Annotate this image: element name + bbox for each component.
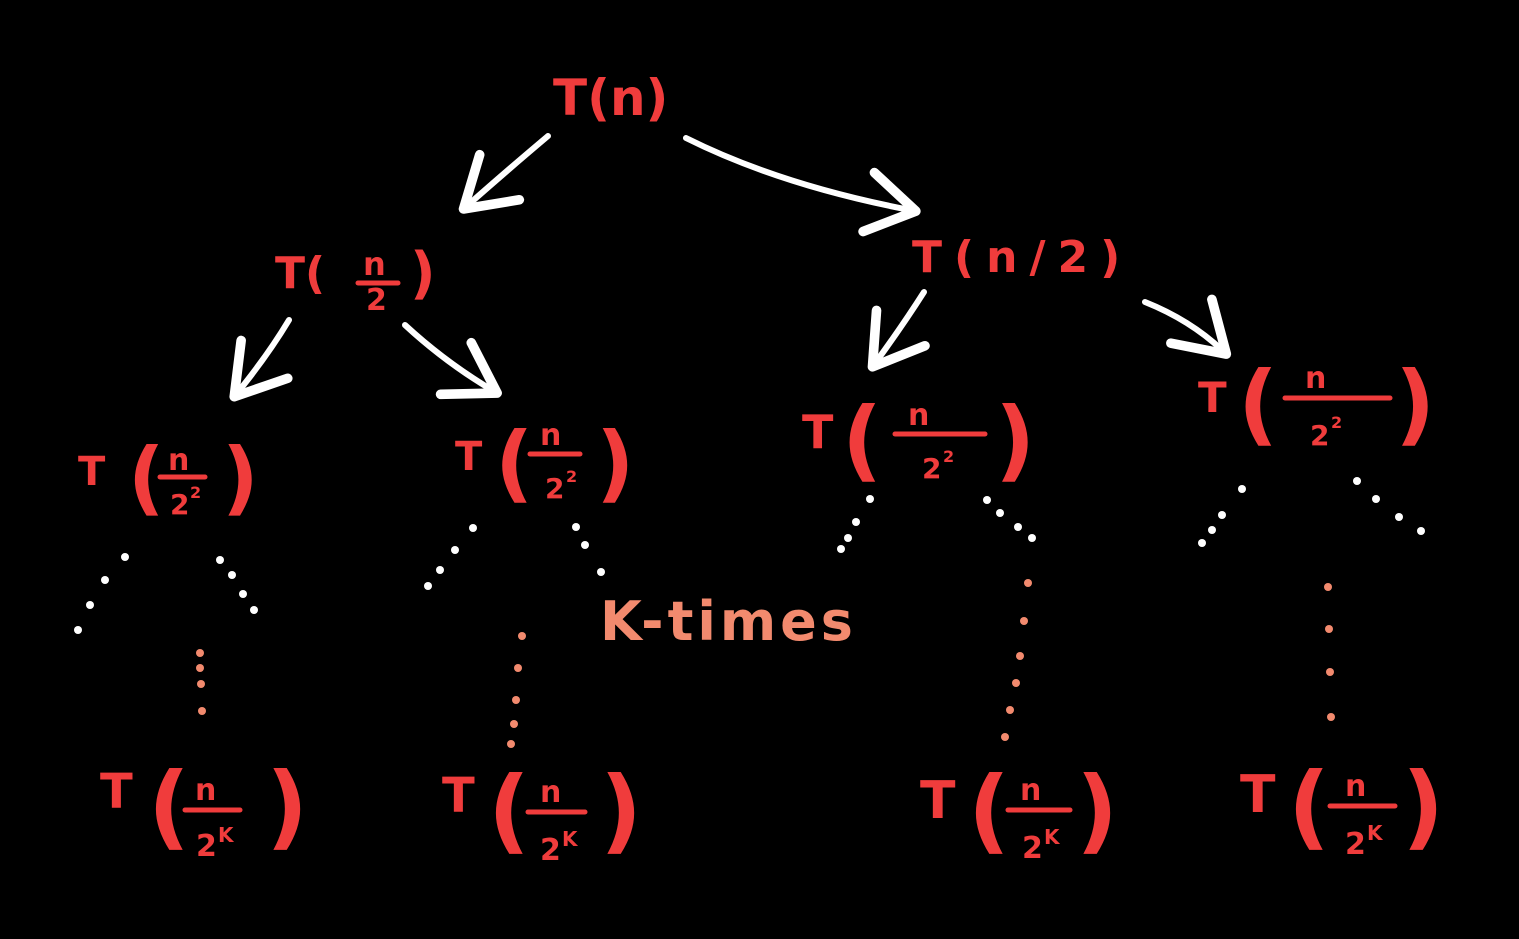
svg-text:(: ( <box>1288 753 1330 860</box>
level2-node-3: T ( n 2 2 ) <box>802 388 1035 491</box>
edge-root-left-arrow <box>458 133 551 214</box>
leaf-node-1: T ( n 2 K ) <box>100 753 308 864</box>
svg-text:K: K <box>218 823 235 847</box>
edge-l1left-lr-arrow <box>402 322 502 400</box>
svg-text:): ) <box>1076 757 1118 864</box>
svg-text:2: 2 <box>1022 831 1043 866</box>
fraction-numerator: n <box>363 245 386 283</box>
level1-right-node: T(n/2) <box>912 232 1132 283</box>
svg-text:(: ( <box>488 757 530 864</box>
fraction-denominator: 2 <box>366 283 387 318</box>
svg-text:T: T <box>442 768 475 824</box>
continuation-dots-white <box>74 477 1425 634</box>
svg-text:T: T <box>100 764 133 820</box>
svg-text:2: 2 <box>922 452 941 485</box>
svg-text:n: n <box>1305 361 1326 396</box>
leaf-node-2: T ( n 2 K ) <box>442 757 642 868</box>
svg-text:K: K <box>562 827 579 851</box>
svg-text:): ) <box>1395 352 1435 455</box>
level1-right-label: T(n/2) <box>912 232 1132 283</box>
edge-l1left-ll-arrow <box>229 317 293 402</box>
svg-text:n: n <box>195 773 216 808</box>
svg-text:(: ( <box>968 757 1010 864</box>
svg-text:T: T <box>78 449 106 495</box>
level1-left-node: T( n 2 ) <box>275 241 436 318</box>
svg-text:n: n <box>1020 773 1041 808</box>
svg-text:): ) <box>266 753 308 860</box>
svg-text:2: 2 <box>545 472 564 505</box>
svg-text:n: n <box>908 398 929 433</box>
leaf-node-3: T ( n 2 K ) <box>920 757 1118 866</box>
continuation-dots-vertical <box>196 579 1335 748</box>
svg-text:2: 2 <box>190 483 201 502</box>
svg-text:2: 2 <box>1345 827 1366 862</box>
svg-text:2: 2 <box>170 488 189 521</box>
edge-root-right-arrow <box>683 135 921 237</box>
svg-text:): ) <box>222 431 259 524</box>
edge-l1right-rr-arrow <box>1142 294 1232 359</box>
root-node-label: T(n) <box>553 69 668 127</box>
leaf-node-4: T ( n 2 K ) <box>1240 753 1444 862</box>
svg-text:2: 2 <box>540 833 561 868</box>
svg-text:n: n <box>168 443 189 478</box>
svg-text:T: T <box>455 434 483 480</box>
svg-text:T(: T( <box>275 248 325 299</box>
svg-text:n: n <box>1345 769 1366 804</box>
svg-text:): ) <box>596 414 634 512</box>
svg-text:2: 2 <box>1331 413 1342 432</box>
svg-text:(: ( <box>495 414 533 512</box>
svg-text:K: K <box>1367 821 1384 845</box>
edge-l1right-rl-arrow <box>867 289 930 372</box>
svg-text:2: 2 <box>1310 419 1329 452</box>
svg-text:): ) <box>1402 753 1444 860</box>
svg-text:2: 2 <box>196 829 217 864</box>
level2-node-2: T ( n 2 2 ) <box>455 414 634 512</box>
svg-text:): ) <box>410 241 436 306</box>
svg-text:): ) <box>995 388 1035 491</box>
svg-text:T: T <box>920 771 956 831</box>
svg-text:T: T <box>1240 765 1276 825</box>
svg-text:T: T <box>1198 373 1227 422</box>
svg-text:2: 2 <box>566 467 577 486</box>
level2-node-1: T ( n 2 2 ) <box>78 431 259 524</box>
level2-node-4: T ( n 2 2 ) <box>1198 352 1435 455</box>
svg-text:): ) <box>600 757 642 864</box>
root-node: T(n) <box>553 69 668 127</box>
svg-text:K: K <box>1044 825 1061 849</box>
svg-text:(: ( <box>1238 352 1278 455</box>
svg-text:(: ( <box>148 753 190 860</box>
svg-text:n: n <box>540 418 561 453</box>
svg-text:(: ( <box>842 388 882 491</box>
svg-text:2: 2 <box>943 447 954 466</box>
svg-text:T: T <box>802 405 834 459</box>
svg-text:n: n <box>540 775 561 810</box>
depth-note: K-times <box>600 590 857 653</box>
